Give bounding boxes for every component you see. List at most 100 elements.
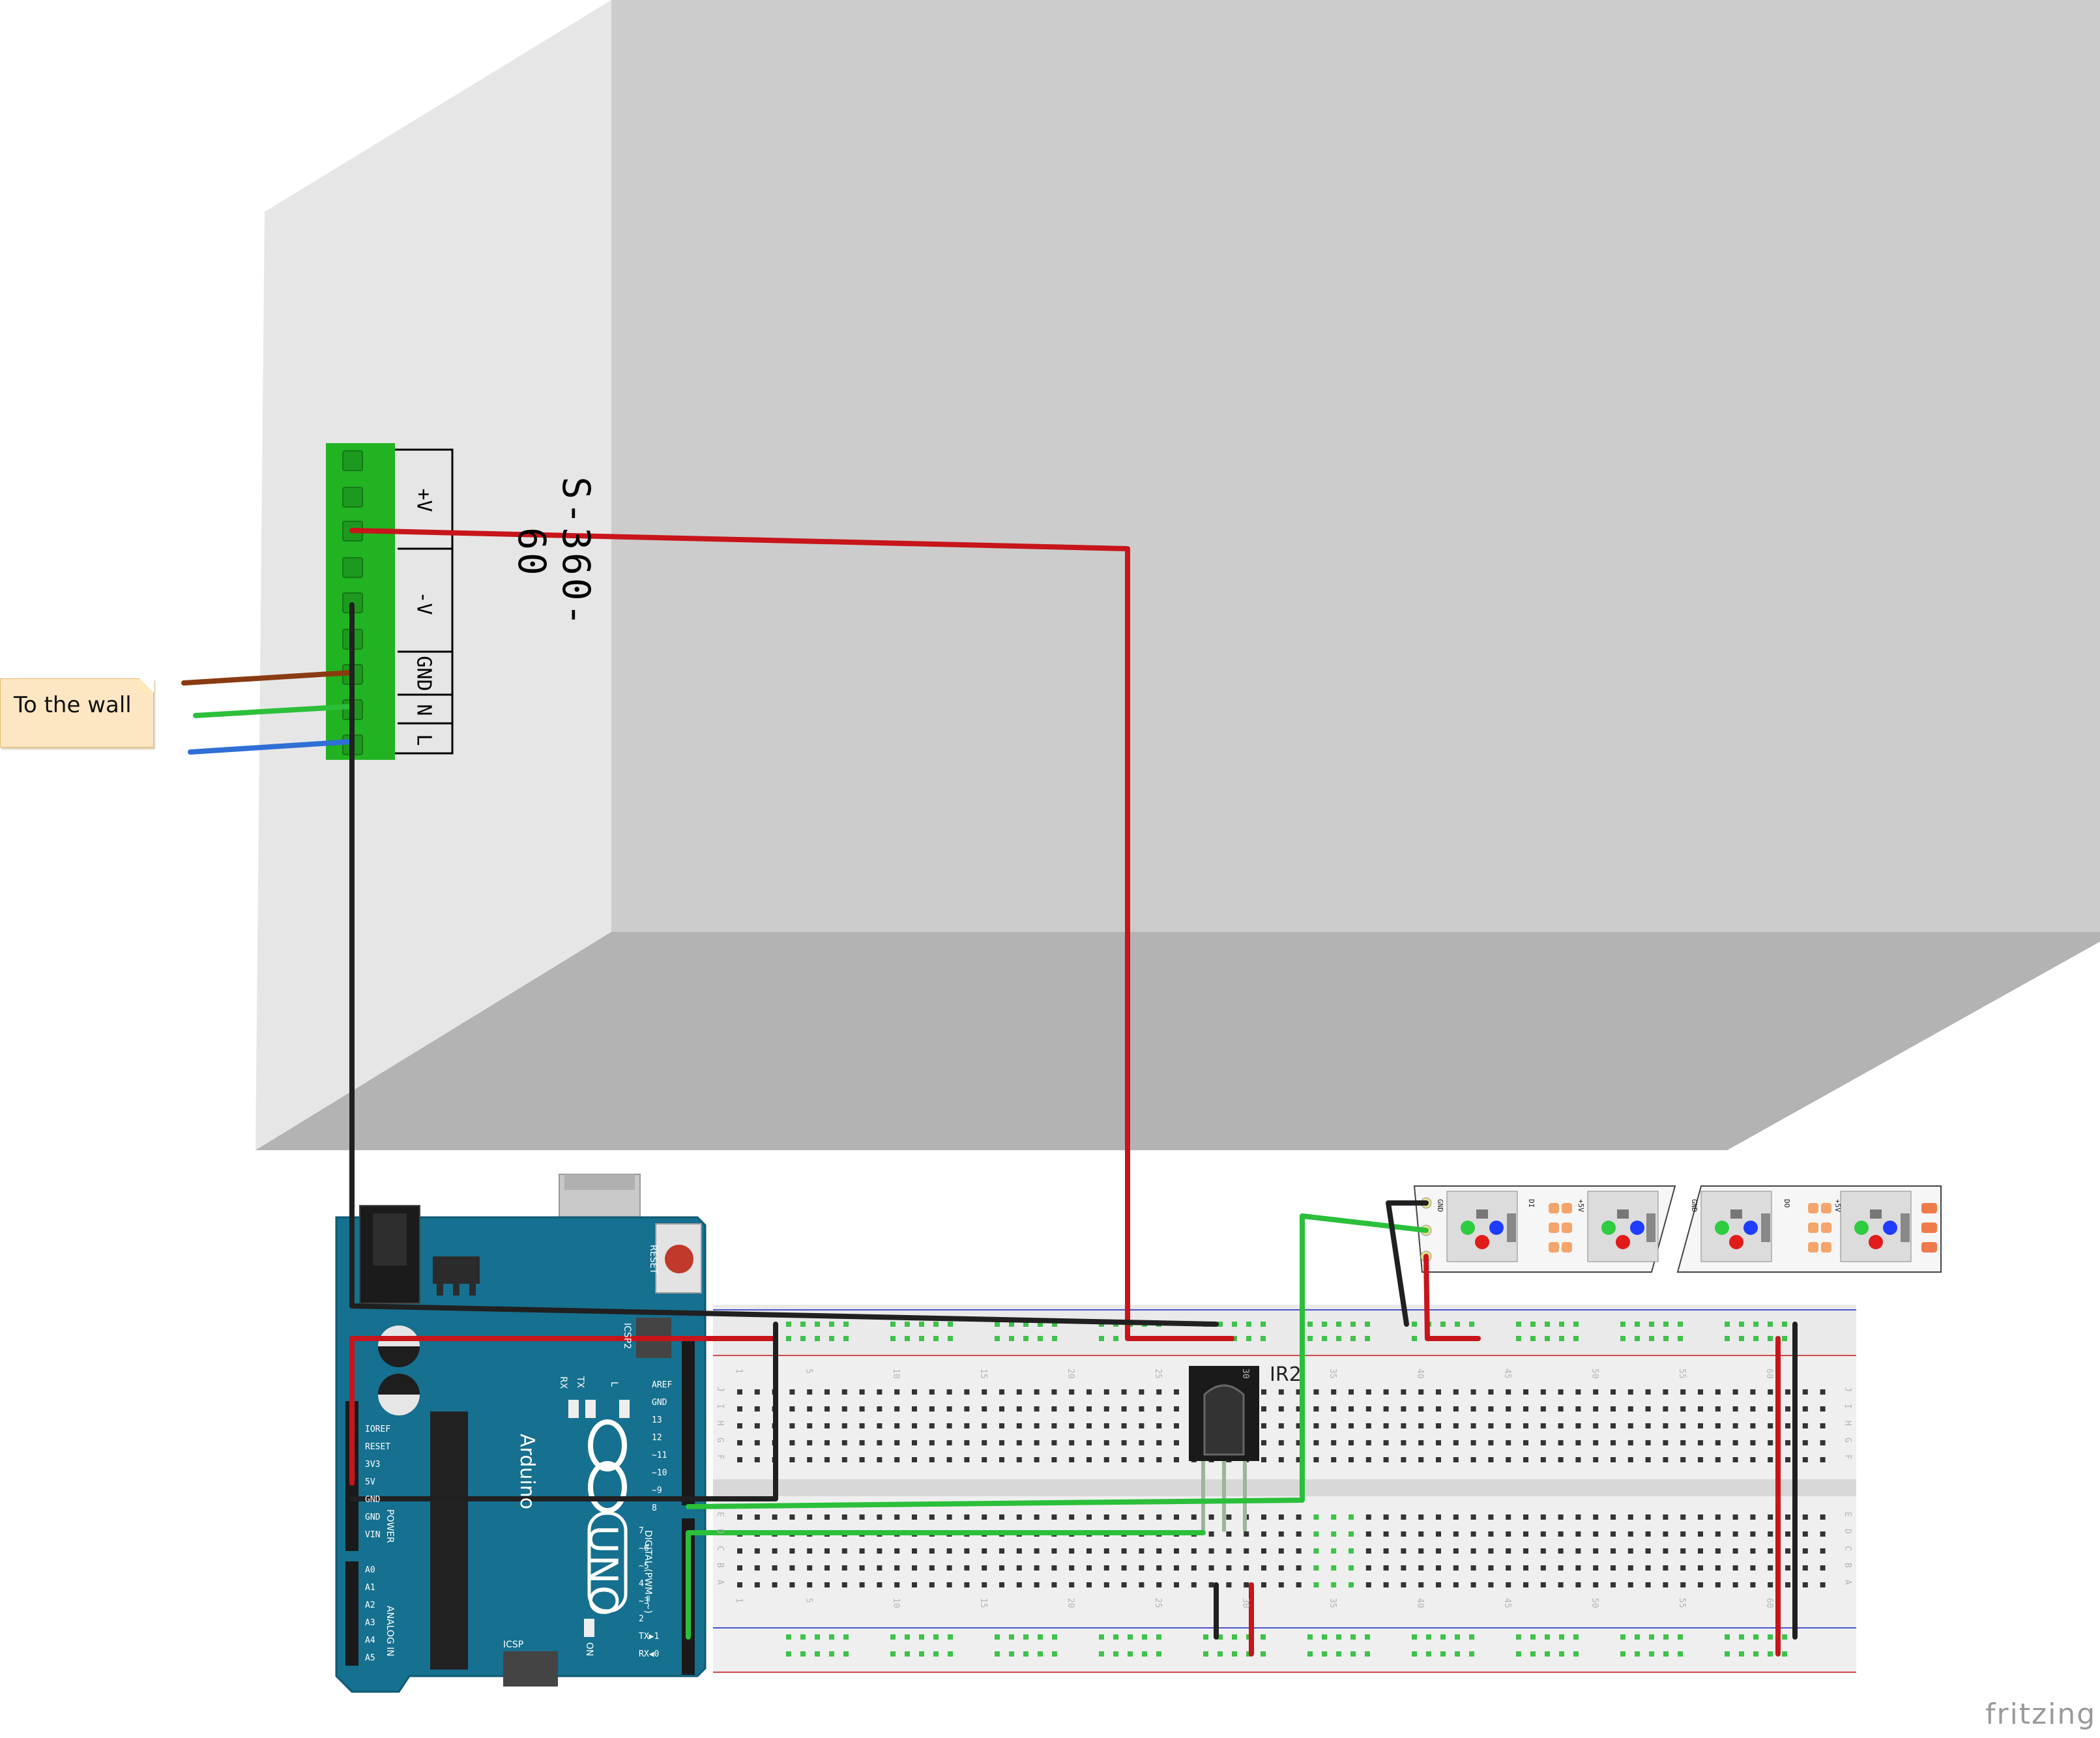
- breadboard-hole: [1680, 1531, 1686, 1537]
- breadboard-hole: [1401, 1582, 1407, 1587]
- breadboard-hole: [1516, 1336, 1521, 1341]
- breadboard-hole: [1453, 1514, 1459, 1520]
- breadboard-hole: [1645, 1440, 1651, 1445]
- power-pin-label: RESET: [365, 1442, 391, 1452]
- breadboard-hole: [1051, 1582, 1057, 1587]
- voltage-regulator: [433, 1256, 480, 1296]
- breadboard-hole: [1680, 1406, 1686, 1412]
- breadboard-hole: [1453, 1423, 1459, 1428]
- breadboard-hole: [1698, 1548, 1703, 1554]
- breadboard-hole: [1139, 1548, 1145, 1554]
- breadboard-hole: [1023, 1322, 1028, 1327]
- breadboard-hole: [1820, 1389, 1826, 1395]
- breadboard-hole: [1278, 1423, 1284, 1428]
- breadboard-hole: [1523, 1457, 1528, 1462]
- breadboard-hole: [1365, 1634, 1370, 1640]
- icsp-header: [503, 1651, 558, 1687]
- digital-pin-label: GND: [652, 1398, 667, 1408]
- breadboard-hole: [1611, 1514, 1616, 1520]
- breadboard-hole: [1261, 1336, 1266, 1341]
- breadboard-hole: [1558, 1548, 1564, 1554]
- breadboard-hole: [1331, 1423, 1337, 1428]
- breadboard-hole: [1307, 1651, 1313, 1657]
- digital-pin-label: ~3: [639, 1597, 649, 1606]
- breadboard-hole: [1401, 1406, 1407, 1412]
- breadboard-hole: [1313, 1531, 1319, 1537]
- analog-pin-label: A4: [365, 1636, 375, 1645]
- breadboard-hole: [1313, 1514, 1319, 1520]
- terminal-label-l: L: [412, 734, 435, 746]
- breadboard-hole: [1244, 1531, 1249, 1537]
- breadboard-column-number: 40: [1415, 1369, 1425, 1379]
- breadboard-hole: [1296, 1406, 1302, 1412]
- breadboard-hole: [912, 1457, 917, 1462]
- breadboard-hole: [946, 1565, 952, 1571]
- breadboard-hole: [1226, 1548, 1232, 1554]
- breadboard-hole: [1426, 1651, 1431, 1657]
- breadboard-hole: [1069, 1548, 1075, 1554]
- breadboard-hole: [982, 1457, 987, 1462]
- breadboard-hole: [1545, 1322, 1550, 1327]
- breadboard-hole: [1349, 1457, 1354, 1462]
- breadboard-hole: [1559, 1322, 1564, 1327]
- breadboard-hole: [1663, 1457, 1669, 1462]
- breadboard-hole: [1820, 1565, 1826, 1571]
- breadboard-column-number: 60: [1764, 1369, 1775, 1379]
- breadboard-hole: [1383, 1565, 1389, 1571]
- breadboard-hole: [1278, 1548, 1284, 1554]
- breadboard-row-letter: J: [715, 1387, 725, 1392]
- breadboard-hole: [1715, 1406, 1721, 1412]
- breadboard-hole: [1750, 1423, 1756, 1428]
- breadboard-hole: [1203, 1651, 1208, 1657]
- breadboard-hole: [1802, 1440, 1808, 1445]
- breadboard-hole: [946, 1548, 952, 1554]
- breadboard-hole: [1768, 1651, 1773, 1657]
- breadboard-hole: [1782, 1336, 1787, 1341]
- breadboard-hole: [1246, 1336, 1251, 1341]
- breadboard-hole: [841, 1457, 847, 1462]
- power-pin-label: GND: [365, 1513, 381, 1522]
- breadboard-hole: [1470, 1406, 1476, 1412]
- breadboard-hole: [1436, 1406, 1441, 1412]
- breadboard-hole: [1034, 1406, 1040, 1412]
- breadboard-hole: [999, 1457, 1004, 1462]
- breadboard-hole: [964, 1582, 970, 1587]
- breadboard-hole: [964, 1423, 970, 1428]
- breadboard-hole: [1663, 1514, 1669, 1520]
- breadboard-hole: [737, 1457, 742, 1462]
- breadboard-hole: [1139, 1582, 1145, 1587]
- digital-pin-label: RX◀0: [639, 1649, 660, 1659]
- breadboard-hole: [841, 1389, 847, 1395]
- breadboard-hole: [1620, 1322, 1626, 1327]
- breadboard-hole: [1715, 1548, 1721, 1554]
- breadboard-hole: [859, 1423, 865, 1428]
- breadboard-hole: [1331, 1514, 1337, 1520]
- breadboard-hole: [737, 1389, 742, 1395]
- wire-green-ir-signal: [686, 1530, 1206, 1640]
- breadboard-hole: [1739, 1322, 1744, 1327]
- breadboard-hole: [1750, 1440, 1756, 1445]
- breadboard-hole: [1383, 1406, 1389, 1412]
- breadboard-hole: [1645, 1582, 1651, 1587]
- breadboard-hole: [905, 1322, 910, 1327]
- breadboard-row-letter: A: [715, 1580, 725, 1585]
- breadboard-hole: [1296, 1440, 1302, 1445]
- reset-label: RESET: [648, 1245, 658, 1274]
- breadboard-column-number: 25: [1153, 1598, 1163, 1608]
- breadboard-column-number: 30: [1240, 1598, 1251, 1608]
- breadboard-hole: [1278, 1440, 1284, 1445]
- breadboard-hole: [1768, 1389, 1773, 1395]
- breadboard-hole: [1516, 1651, 1521, 1657]
- breadboard-hole: [1645, 1406, 1651, 1412]
- breadboard-hole: [1558, 1457, 1564, 1462]
- to-the-wall-note: To the wall: [0, 678, 154, 747]
- breadboard-hole: [1750, 1565, 1756, 1571]
- breadboard-hole: [1103, 1582, 1109, 1587]
- breadboard-hole: [1506, 1565, 1511, 1571]
- breadboard-hole: [1785, 1548, 1790, 1554]
- analog-pin-label: A5: [365, 1653, 375, 1663]
- breadboard-hole: [1208, 1582, 1214, 1587]
- breadboard-hole: [1540, 1457, 1546, 1462]
- breadboard-hole: [1545, 1651, 1550, 1657]
- breadboard-hole: [1523, 1423, 1528, 1428]
